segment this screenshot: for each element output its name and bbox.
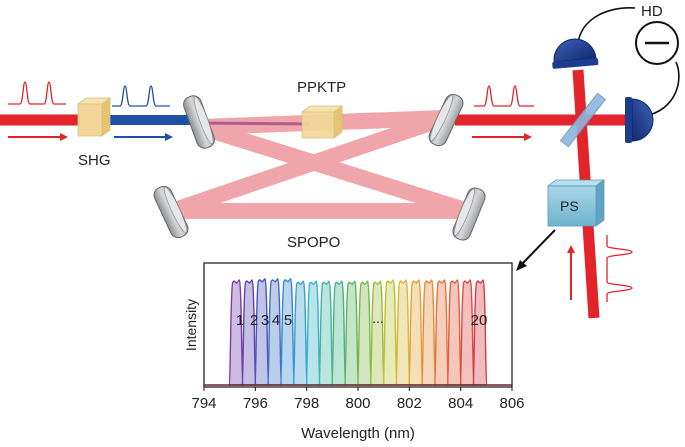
spectrum-peaks (228, 277, 488, 386)
mode-label-last: 20 (471, 312, 488, 329)
arrow-icon (567, 245, 575, 300)
curved-mirror-icon (452, 187, 486, 241)
spectrum-peak-9 (330, 280, 347, 386)
curved-mirror-icon (153, 185, 189, 239)
spopo-label: SPOPO (287, 234, 340, 251)
hd-label: HD (641, 3, 663, 20)
cavity-beam-cross-2 (169, 110, 448, 219)
x-tick-label: 804 (448, 395, 473, 412)
meter-icon (635, 21, 679, 65)
mode-label: 3 (261, 312, 269, 329)
spectrum-peak-1 (228, 279, 245, 386)
arrow-icon (472, 133, 532, 141)
ppktp-label: PPKTP (297, 79, 346, 96)
spectrum-peak-16 (420, 279, 437, 386)
ppktp-crystal-icon (300, 105, 344, 139)
curved-mirror-icon (428, 93, 464, 147)
spectrum-peak-4 (266, 277, 283, 386)
x-tick-label: 806 (499, 395, 524, 412)
spectrum-peak-11 (356, 280, 373, 386)
x-tick-label: 802 (397, 395, 422, 412)
arrow-icon (114, 133, 173, 141)
spectrum-peak-13 (382, 279, 399, 386)
ps-label: PS (560, 198, 579, 214)
shg-crystal-icon (76, 97, 112, 137)
spectrum-x-ticks: 794 796 798 800 802 804 806 (191, 387, 525, 412)
pulse-icon (112, 85, 170, 107)
beamsplitter-icon (559, 92, 607, 148)
spectrum-peak-6 (292, 280, 309, 386)
cavity-beam-cross-1 (197, 119, 471, 219)
spectrum-peak-15 (407, 279, 424, 386)
spectrum-peak-20 (471, 279, 488, 386)
x-tick-label: 796 (243, 395, 268, 412)
mode-label-first: 1 (236, 312, 244, 329)
pump-in-cavity (199, 121, 311, 126)
mode-label: 5 (284, 312, 292, 329)
spectrum-peak-7 (305, 280, 322, 386)
curved-mirror-icon (183, 95, 215, 149)
photodiode-icon (552, 38, 599, 69)
pulse-shaper-box (546, 179, 606, 227)
spectrum-x-label: Wavelength (nm) (301, 425, 415, 442)
arrow-icon (8, 133, 68, 141)
spectrum-inset: 794 796 798 800 802 804 806 Intensity Waveleng… (183, 262, 525, 442)
x-tick-label: 798 (294, 395, 319, 412)
pulse-icon (8, 81, 66, 105)
spectrum-peak-2 (240, 279, 257, 386)
pulse-icon (474, 85, 534, 107)
spectrum-peak-3 (253, 277, 270, 386)
spectrum-peak-10 (343, 280, 360, 386)
spectrum-peak-18 (446, 279, 463, 386)
spectrum-peak-12 (369, 280, 386, 386)
spectrum-peak-8 (317, 280, 334, 386)
spectrum-peak-17 (433, 279, 450, 386)
spectrum-y-label: Intensity (183, 299, 199, 351)
spectrum-peak-5 (279, 277, 296, 386)
spectrum-peak-19 (459, 279, 476, 386)
mode-label: 2 (250, 312, 258, 329)
pulse-icon (606, 235, 633, 302)
spectrum-peak-14 (394, 279, 411, 386)
mode-label: 4 (272, 312, 280, 329)
mode-label-ellipsis: ... (372, 310, 384, 326)
photodiode-icon (625, 97, 654, 143)
shg-label: SHG (78, 152, 111, 169)
arrow-icon (516, 229, 556, 271)
x-tick-label: 794 (191, 395, 216, 412)
x-tick-label: 800 (345, 395, 370, 412)
